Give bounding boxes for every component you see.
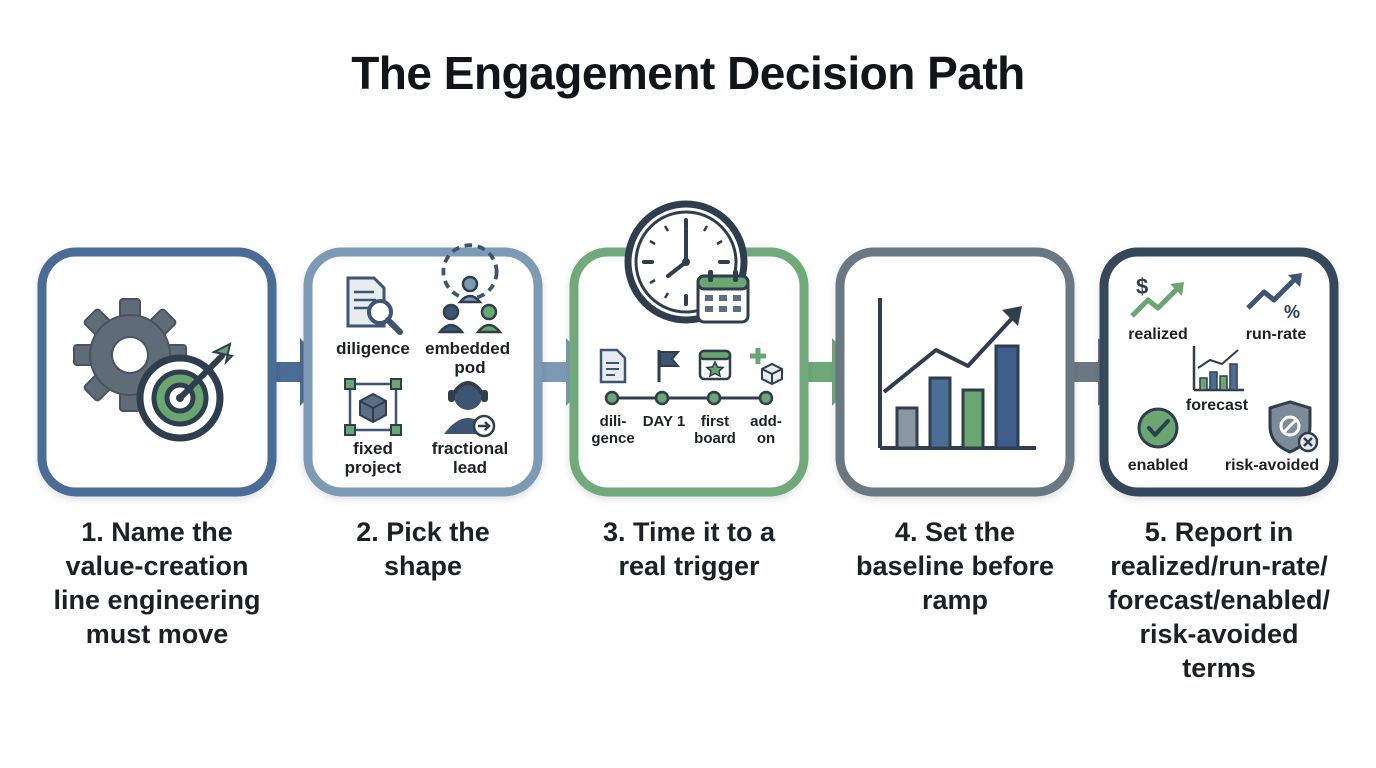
timeline-line bbox=[604, 390, 774, 406]
dollar-trend-icon: $ bbox=[1130, 274, 1184, 318]
shape-label-embedded-pod: embedded pod bbox=[425, 339, 515, 377]
step-2-caption: 2. Pick the shape bbox=[356, 517, 490, 581]
shield-x-icon bbox=[1268, 400, 1319, 454]
team-icon bbox=[437, 243, 503, 334]
check-circle-icon bbox=[1137, 407, 1179, 449]
shape-label-diligence: diligence bbox=[336, 339, 410, 358]
term-label-run-rate: run-rate bbox=[1246, 326, 1307, 343]
step-5-caption: 5. Report in realized/run-rate/ forecast… bbox=[1107, 517, 1331, 683]
step-1-caption: 1. Name the value-creation line engineer… bbox=[53, 517, 261, 649]
calendar-star-icon bbox=[698, 349, 732, 381]
step-3-caption: 3. Time it to a real trigger bbox=[602, 517, 776, 581]
calendar-icon bbox=[696, 270, 750, 324]
step-4-caption: 4. Set the baseline before ramp bbox=[855, 517, 1055, 615]
trigger-label-add-on: add-on bbox=[750, 413, 782, 447]
term-label-forecast: forecast bbox=[1186, 397, 1249, 414]
step-4-card bbox=[835, 247, 1075, 497]
cube-frame-icon bbox=[344, 378, 402, 436]
trigger-label-diligence: dili-gence bbox=[591, 413, 634, 447]
plus-cube-icon bbox=[750, 348, 783, 386]
headset-person-icon bbox=[444, 381, 496, 438]
dart-icon bbox=[179, 342, 234, 399]
steps-1-items-1-label-line-2: pod bbox=[454, 358, 485, 377]
steps-1-items-3-label-line-2: lead bbox=[453, 458, 487, 477]
term-label-enabled: enabled bbox=[1128, 457, 1188, 474]
mini-chart-icon bbox=[1192, 346, 1244, 392]
svg-text:%: % bbox=[1284, 302, 1300, 322]
term-label-risk-avoided: risk-avoided bbox=[1225, 457, 1319, 474]
steps-2-timeline-0-label-line-2: gence bbox=[591, 430, 634, 447]
flag-icon bbox=[657, 350, 681, 382]
bar-chart-icon bbox=[878, 298, 1036, 450]
percent-trend-icon: % bbox=[1246, 273, 1302, 322]
steps-2-timeline-2-label-line-2: board bbox=[694, 430, 736, 447]
trigger-label-day-1: DAY 1 bbox=[643, 413, 686, 430]
svg-text:$: $ bbox=[1136, 274, 1148, 299]
document-magnifier-icon bbox=[346, 276, 403, 335]
steps-1-items-2-label-line-2: project bbox=[345, 458, 402, 477]
steps-2-timeline-3-label-line-2: on bbox=[757, 430, 775, 447]
trend-arrow-icon bbox=[882, 306, 1022, 394]
page-title: The Engagement Decision Path bbox=[351, 47, 1025, 99]
document-icon bbox=[599, 348, 627, 384]
term-label-realized: realized bbox=[1128, 326, 1188, 343]
